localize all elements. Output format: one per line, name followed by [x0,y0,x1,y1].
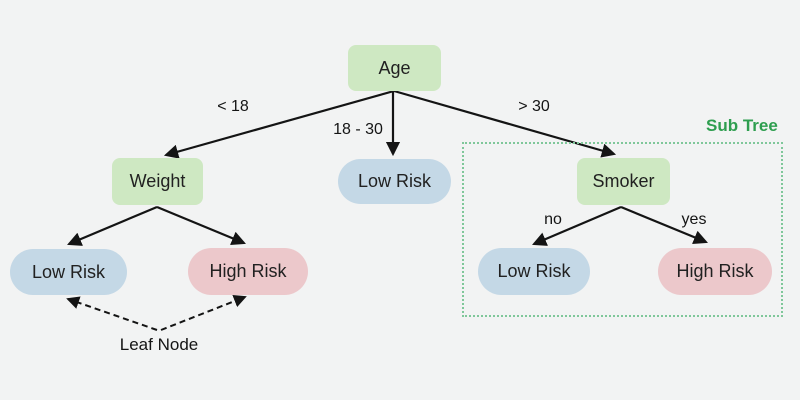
leaf-node-annotation: Leaf Node [119,335,199,354]
node-high-risk-right: High Risk [658,248,772,295]
leafnode-pointer-right [160,294,247,331]
edge-smoker-lowrisk [532,205,622,246]
edge-age-weight [163,89,395,159]
node-low-risk-left: Low Risk [10,249,127,295]
node-low-risk-mid: Low Risk [338,159,451,204]
subtree-label: Sub Tree [706,116,778,135]
edge-weight-highrisk [156,205,246,245]
edge-label-yes: yes [681,211,707,228]
node-smoker: Smoker [577,158,670,205]
edge-weight-lowrisk [67,205,158,246]
leafnode-pointer-left [66,296,158,331]
edge-smoker-highrisk [620,205,708,244]
node-high-risk-left: High Risk [188,248,308,295]
node-low-risk-right: Low Risk [478,248,590,295]
subtree-boundary [462,142,783,317]
node-weight: Weight [112,158,203,205]
edge-label-over-30: > 30 [518,98,550,115]
edge-label-under-18: < 18 [217,98,249,115]
node-age: Age [348,45,441,91]
edge-label-no: no [544,211,562,228]
edge-label-18-30: 18 - 30 [333,121,383,138]
